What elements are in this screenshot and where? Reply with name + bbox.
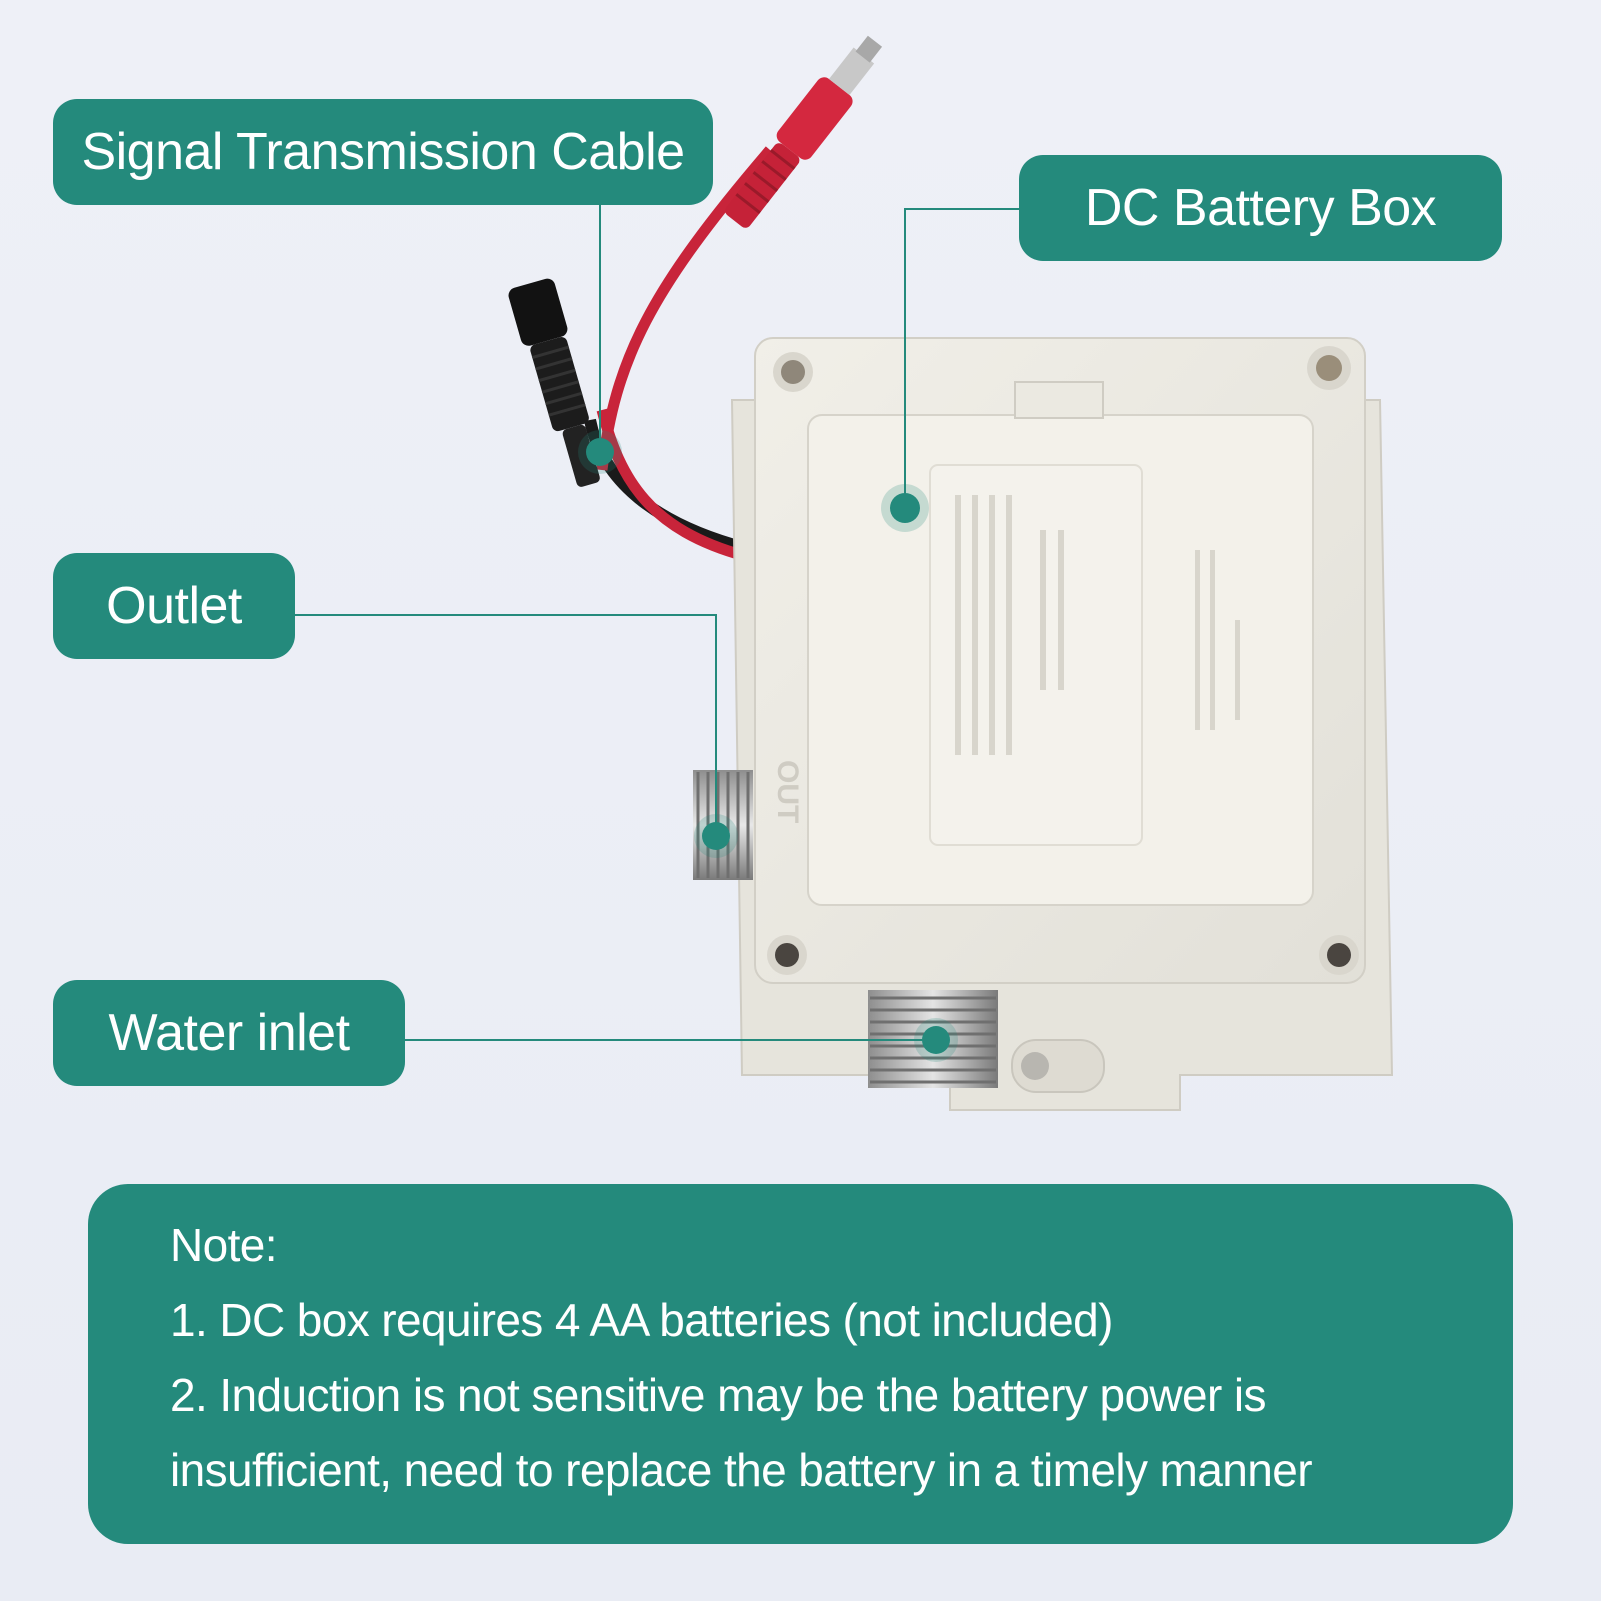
callout-dc-battery-box: DC Battery Box [1019, 155, 1502, 261]
dc-battery-box: OUT [730, 337, 1394, 1111]
out-marking: OUT [771, 760, 804, 823]
screw-holes [767, 346, 1359, 975]
callout-water-inlet: Water inlet [53, 980, 405, 1086]
note-panel: Note: 1. DC box requires 4 AA batteries … [88, 1184, 1513, 1544]
signal-transmission-cable [508, 35, 883, 562]
note-line-3: insufficient, need to replace the batter… [170, 1444, 1313, 1496]
note-line-1: 1. DC box requires 4 AA batteries (not i… [170, 1294, 1113, 1346]
note-line-2: 2. Induction is not sensitive may be the… [170, 1369, 1267, 1421]
note-heading: Note: [170, 1219, 278, 1271]
callout-dots [578, 430, 958, 1062]
callout-signal-transmission-cable: Signal Transmission Cable [53, 99, 713, 205]
leader-lines [295, 205, 1019, 1041]
callout-outlet: Outlet [53, 553, 295, 659]
